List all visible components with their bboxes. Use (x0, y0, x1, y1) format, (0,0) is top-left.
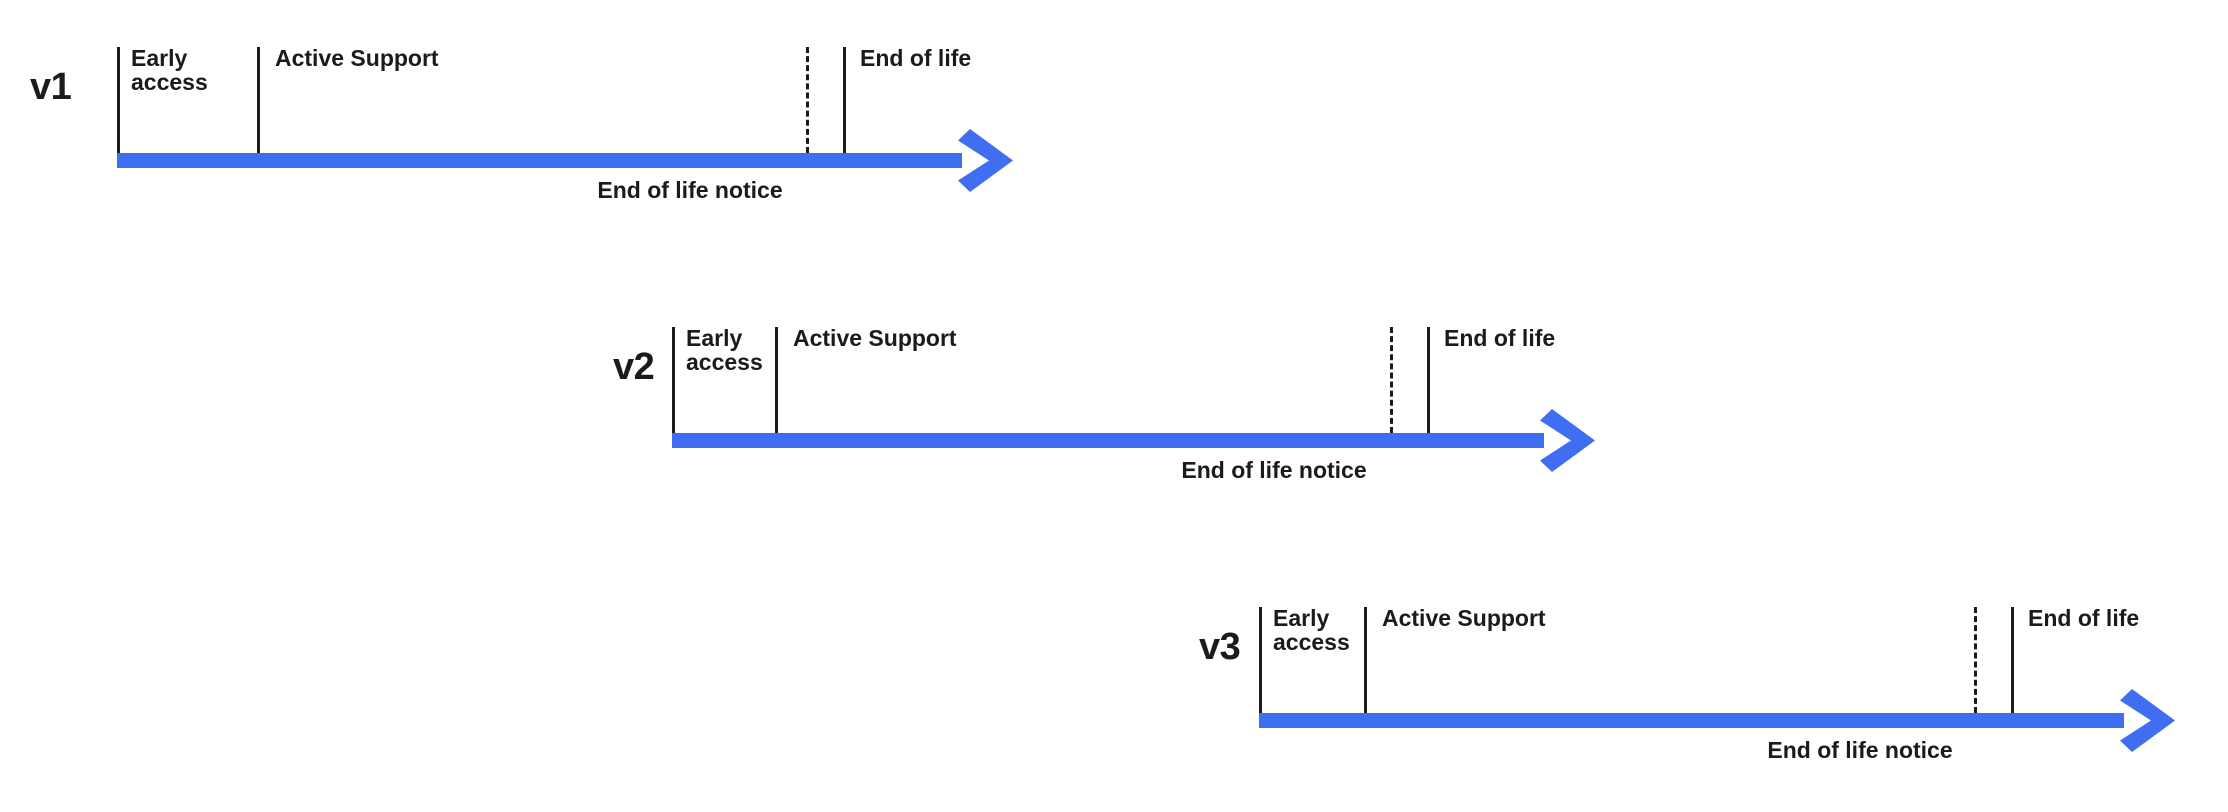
phase-divider-active-support-start-v2 (775, 327, 778, 433)
phase-divider-end-of-life-notice-v1 (806, 47, 809, 153)
phase-label-end-of-life-v2: End of life (1444, 325, 1556, 351)
version-label-v2: v2 (613, 346, 655, 388)
timeline-arrow-bar-v2 (672, 433, 1544, 448)
notice-label-end-of-life-notice-v1: End of life notice (597, 177, 783, 203)
version-label-v1: v1 (30, 66, 72, 108)
phase-divider-end-of-life-start-v1 (843, 47, 846, 153)
phase-label-early-access-v3: Early access (1273, 605, 1350, 656)
timeline-arrow-bar-v1 (117, 153, 962, 168)
phase-label-early-access-v2: Early access (686, 325, 763, 376)
phase-divider-end-of-life-start-v2 (1427, 327, 1430, 433)
timeline-arrow-head-icon-v1 (958, 129, 1013, 192)
phase-label-active-support-v1: Active Support (275, 45, 439, 71)
notice-label-end-of-life-notice-v3: End of life notice (1767, 737, 1953, 763)
phase-label-active-support-v3: Active Support (1382, 605, 1546, 631)
phase-divider-active-support-start-v3 (1364, 607, 1367, 713)
phase-divider-early-access-start-v2 (672, 327, 675, 433)
phase-label-end-of-life-v3: End of life (2028, 605, 2140, 631)
phase-divider-active-support-start-v1 (257, 47, 260, 153)
timeline-arrow-head-icon-v2 (1540, 409, 1595, 472)
phase-label-end-of-life-v1: End of life (860, 45, 972, 71)
phase-divider-early-access-start-v3 (1259, 607, 1262, 713)
phase-divider-end-of-life-notice-v2 (1390, 327, 1393, 433)
phase-label-early-access-v1: Early access (131, 45, 208, 96)
version-label-v3: v3 (1199, 626, 1241, 668)
timeline-arrow-bar-v3 (1259, 713, 2124, 728)
phase-divider-end-of-life-notice-v3 (1974, 607, 1977, 713)
phase-divider-end-of-life-start-v3 (2011, 607, 2014, 713)
notice-label-end-of-life-notice-v2: End of life notice (1181, 457, 1367, 483)
phase-divider-early-access-start-v1 (117, 47, 120, 153)
phase-label-active-support-v2: Active Support (793, 325, 957, 351)
timeline-arrow-head-icon-v3 (2120, 689, 2175, 752)
